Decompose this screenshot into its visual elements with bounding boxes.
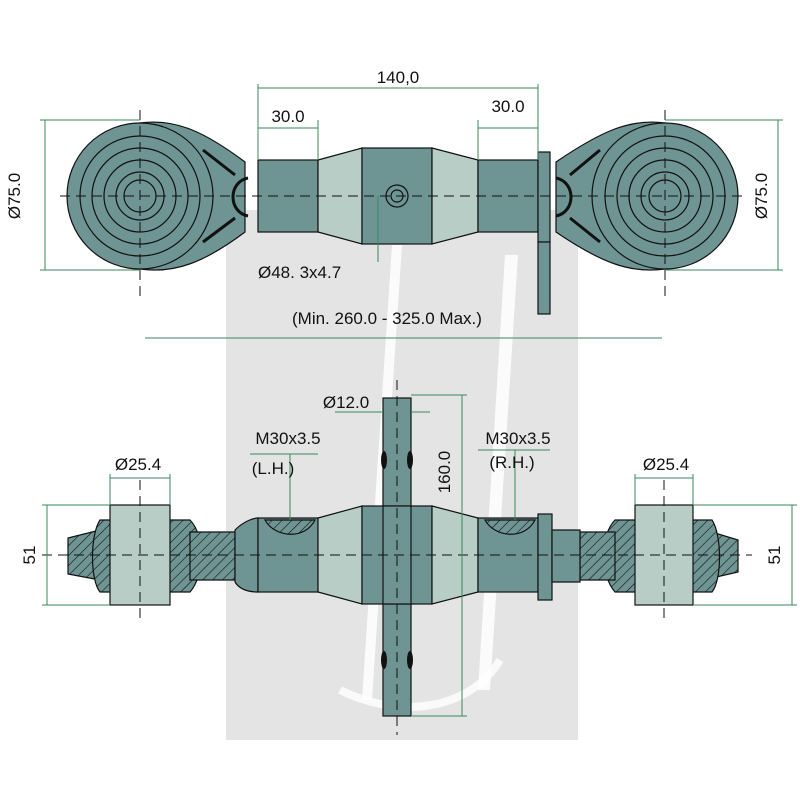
top-view: 140,0 30.0 30.0 Ø75.0 Ø75.0 Ø48. 3x4.7 (…: [5, 68, 783, 339]
left-ball-end: [67, 504, 236, 606]
front-dimensions: [42, 394, 797, 717]
handle-length-label: 160.0: [435, 451, 454, 494]
width-right-label: 51: [765, 546, 784, 565]
thread-right-label: M30x3.5: [485, 429, 550, 448]
ball-dia-right-label: Ø75.0: [752, 173, 771, 219]
thread-right-dir-label: (R.H.): [489, 453, 534, 472]
thread-left-label: M30x3.5: [255, 429, 320, 448]
width-left-label: 51: [20, 546, 39, 565]
front-view: Ø12.0 160.0 M30x3.5 (L.H.) M30x3.5 (R.H.…: [20, 380, 797, 735]
pin-dia-left-label: Ø25.4: [115, 455, 161, 474]
thread-length-left-label: 30.0: [271, 107, 304, 126]
pin-dia-right-label: Ø25.4: [643, 455, 689, 474]
thread-left-dir-label: (L.H.): [252, 459, 295, 478]
tube-size-label: Ø48. 3x4.7: [258, 263, 341, 282]
length-range-label: (Min. 260.0 - 325.0 Max.): [292, 309, 482, 328]
thread-length-right-label: 30.0: [491, 97, 524, 116]
overall-length-label: 140,0: [377, 68, 420, 87]
ball-dia-left-label: Ø75.0: [5, 173, 24, 219]
top-dimensions: [40, 84, 783, 339]
handle-dia-label: Ø12.0: [323, 393, 369, 412]
right-ball-eye: [555, 121, 739, 271]
